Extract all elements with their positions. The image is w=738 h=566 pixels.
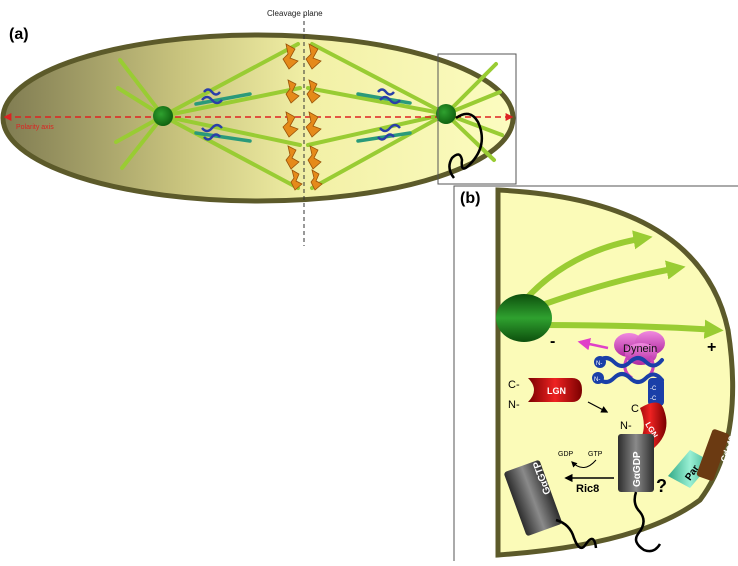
cleavage-plane-label: Cleavage plane — [267, 9, 323, 18]
dynein-motion-arrow — [577, 337, 609, 351]
panel-b-label: (b) — [460, 190, 481, 207]
numa-c-block — [648, 378, 664, 406]
par-protein — [668, 450, 712, 488]
numa-n-head-2 — [592, 372, 604, 384]
ric8-label: Ric8 — [576, 483, 599, 495]
astral-microtubules — [522, 230, 724, 339]
centrosome-right — [436, 104, 456, 124]
lgn-n-term: N- — [508, 399, 520, 411]
lgn-free-label: LGN — [547, 386, 566, 396]
lgn-bound-n: N- — [620, 420, 632, 432]
minus-end-label: - — [550, 333, 555, 350]
gdp-label: GDP — [558, 451, 574, 458]
plus-end-label: + — [707, 339, 716, 356]
numa-c-label-2: -C — [650, 396, 657, 402]
numa-n-label-1: N- — [596, 361, 602, 367]
centrosome-left — [153, 106, 173, 126]
numa-dimer — [596, 356, 664, 384]
cell-cortex-b — [495, 187, 736, 558]
numa-c-label-1: -C — [650, 386, 657, 392]
lgn-binding-arrow — [587, 401, 609, 413]
spindle-squiggles — [201, 88, 401, 141]
lgn-free — [528, 378, 582, 402]
unknown-link-mark: ? — [656, 476, 667, 496]
galpha-gtp-tether — [555, 518, 598, 550]
numa-n-head-1 — [594, 356, 606, 368]
polarity-axis-label: Polarity axis — [16, 124, 54, 131]
cortex-tether-a — [448, 112, 484, 179]
galpha-gdp — [618, 434, 654, 492]
cdc42-protein — [696, 429, 730, 481]
lgn-c-term: C- — [508, 379, 520, 391]
galpha-gdp-tether — [633, 491, 662, 553]
numa-n-label-2: N- — [594, 377, 600, 383]
galpha-gtp — [504, 460, 562, 536]
centrosome-b — [496, 294, 552, 342]
zoom-box — [437, 53, 517, 185]
dynein-label: Dynein — [623, 343, 657, 355]
interpolar-microtubules — [194, 92, 412, 143]
panel-a-label: (a) — [9, 26, 29, 43]
galpha-gdp-label: GαGDP — [632, 451, 643, 487]
nucleotide-exchange-arrow — [571, 459, 597, 468]
chromosomes — [282, 43, 323, 191]
gtp-label: GTP — [588, 451, 603, 458]
lgn-bound-c: C — [631, 403, 639, 415]
